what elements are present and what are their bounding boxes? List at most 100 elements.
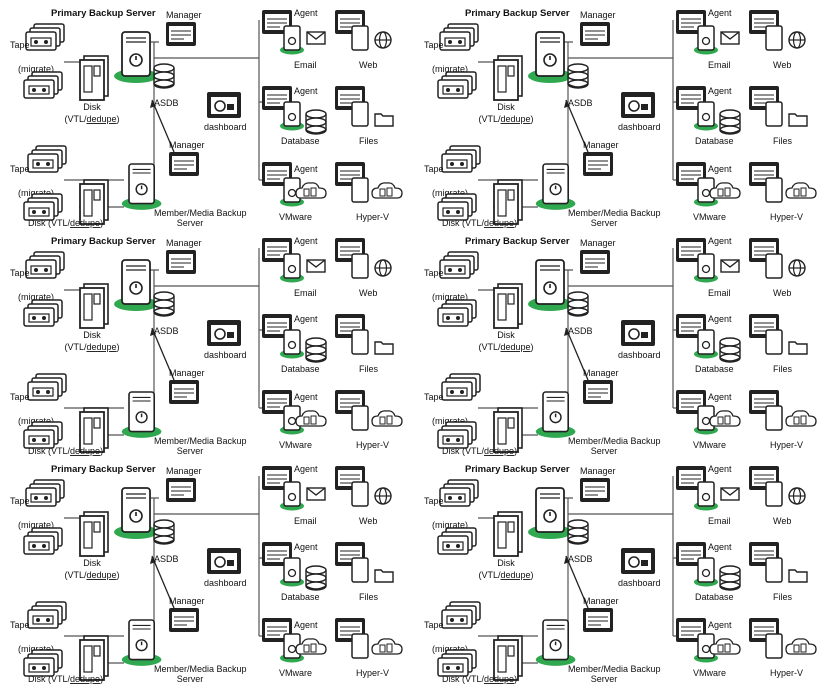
tape-icon <box>28 602 66 628</box>
member-media-label: Member/Media Backup <box>154 436 247 446</box>
tape-icon <box>438 422 476 448</box>
dashboard-label: dashboard <box>204 350 247 360</box>
manager-label-bottom: Manager <box>169 368 205 378</box>
agent-server-icon <box>280 26 304 55</box>
agent-label-3: Agent <box>294 620 318 630</box>
disk-vtl-dedupe-label: Disk (VTL/dedupe) <box>442 674 517 684</box>
manager-monitor-icon <box>169 152 199 176</box>
agent-label-2: Agent <box>294 314 318 324</box>
dashboard-icon <box>621 548 655 574</box>
manager-monitor-icon <box>580 478 610 502</box>
disk-label: Disk <box>497 102 515 112</box>
globe-icon <box>375 488 391 504</box>
tape-icon <box>26 252 64 278</box>
primary-backup-server-label: Primary Backup Server <box>465 464 570 475</box>
agent-label-1: Agent <box>708 464 732 474</box>
dashboard-icon <box>207 320 241 346</box>
manager-label-bottom: Manager <box>169 596 205 606</box>
database-label: Database <box>281 592 320 602</box>
email-label: Email <box>294 288 317 298</box>
dashboard-label: dashboard <box>618 350 661 360</box>
tape-label-member: Tape <box>424 392 444 402</box>
database-label: Database <box>695 592 734 602</box>
database-icon <box>306 338 326 362</box>
cloud-icon <box>786 183 816 198</box>
disk-icon <box>80 284 108 328</box>
hyperv-label: Hyper-V <box>770 668 803 678</box>
database-icon <box>720 110 740 134</box>
email-icon <box>307 488 325 500</box>
vtl-dedupe-label: (VTL/dedupe) <box>64 342 119 352</box>
server-icon <box>114 32 158 83</box>
tape-label-member: Tape <box>10 164 30 174</box>
globe-icon <box>789 488 805 504</box>
database-label: Database <box>695 136 734 146</box>
dashboard-icon <box>207 548 241 574</box>
files-label: Files <box>359 136 379 146</box>
tape-icon <box>26 24 64 50</box>
server-icon <box>528 32 572 83</box>
manager-monitor-icon <box>169 608 199 632</box>
hyperv-server-icon <box>766 634 782 658</box>
member-server-label: Server <box>591 674 618 684</box>
files-label: Files <box>773 592 793 602</box>
hyperv-server-icon <box>352 178 368 202</box>
email-label: Email <box>708 60 731 70</box>
web-server-icon <box>352 254 368 278</box>
tape-icon <box>442 602 480 628</box>
agent-label-2: Agent <box>708 86 732 96</box>
disk-label: Disk <box>83 102 101 112</box>
manager-monitor-icon <box>166 478 196 502</box>
tape-label: Tape <box>10 40 30 50</box>
vmware-label: VMware <box>279 212 312 222</box>
hyperv-label: Hyper-V <box>356 440 389 450</box>
files-label: Files <box>359 364 379 374</box>
hyperv-server-icon <box>352 406 368 430</box>
tape-icon <box>438 72 476 98</box>
primary-backup-server-label: Primary Backup Server <box>51 464 156 475</box>
backup-architecture-diagram: Primary Backup ServerTape(migrate)Disk(V… <box>418 2 830 228</box>
agent-server-icon <box>694 26 718 55</box>
asdb-label: ASDB <box>154 98 179 108</box>
dashboard-label: dashboard <box>204 578 247 588</box>
hyperv-server-icon <box>352 634 368 658</box>
tape-icon <box>440 480 478 506</box>
agent-server-icon <box>280 482 304 511</box>
database-icon <box>720 566 740 590</box>
vmware-label: VMware <box>279 668 312 678</box>
manager-monitor-icon <box>169 380 199 404</box>
disk-icon <box>494 56 522 100</box>
agent-server-icon <box>694 330 718 359</box>
manager-monitor-icon <box>166 250 196 274</box>
hyperv-label: Hyper-V <box>770 440 803 450</box>
dashboard-label: dashboard <box>618 578 661 588</box>
manager-label-top: Manager <box>580 10 616 20</box>
primary-backup-server-label: Primary Backup Server <box>51 236 156 247</box>
email-icon <box>721 260 739 272</box>
agent-label-1: Agent <box>708 236 732 246</box>
globe-icon <box>789 260 805 276</box>
tape-icon <box>438 650 476 676</box>
web-label: Web <box>773 288 791 298</box>
dashboard-label: dashboard <box>204 122 247 132</box>
asdb-label: ASDB <box>154 554 179 564</box>
member-server-label: Server <box>177 674 204 684</box>
server-icon <box>536 392 576 438</box>
agent-server-icon <box>694 102 718 131</box>
member-media-label: Member/Media Backup <box>568 664 661 674</box>
files-label: Files <box>773 364 793 374</box>
agent-label-1: Agent <box>294 8 318 18</box>
manager-monitor-icon <box>166 22 196 46</box>
database-icon <box>720 338 740 362</box>
asdb-label: ASDB <box>154 326 179 336</box>
server-icon <box>122 392 162 438</box>
manager-monitor-icon <box>583 608 613 632</box>
disk-label: Disk <box>497 330 515 340</box>
disk-icon <box>80 56 108 100</box>
tape-label-member: Tape <box>424 164 444 174</box>
database-icon <box>568 520 588 544</box>
database-icon <box>568 64 588 88</box>
email-icon <box>307 260 325 272</box>
